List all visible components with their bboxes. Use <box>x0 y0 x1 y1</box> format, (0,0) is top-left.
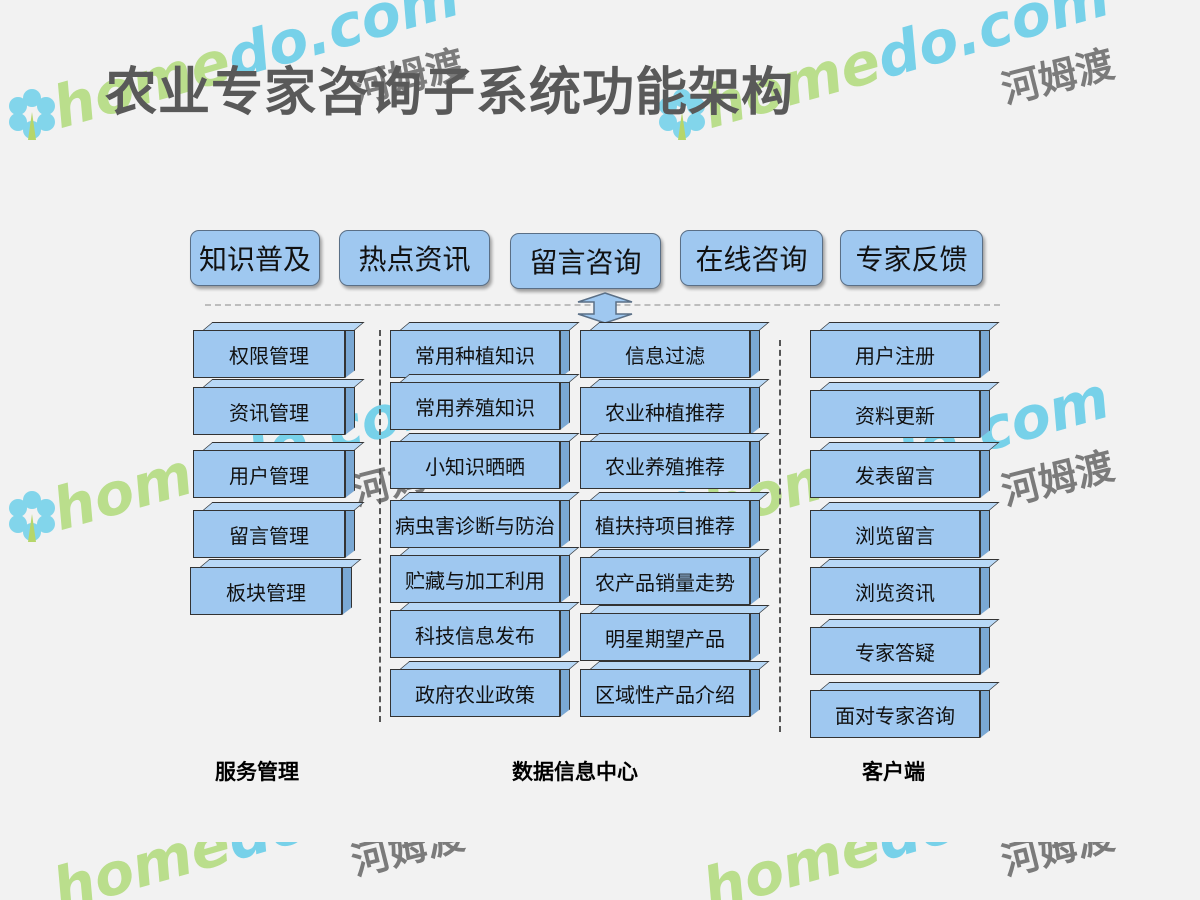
box-label: 小知识晒晒 <box>390 441 560 489</box>
page-title: 农业专家咨询子系统功能架构 <box>105 63 795 123</box>
box-label: 农业养殖推荐 <box>580 441 750 489</box>
flower-logo-icon <box>9 491 55 542</box>
box-label: 板块管理 <box>190 567 342 615</box>
box-storage-processing: 贮藏与加工利用 <box>390 547 580 603</box>
box-support-project: 植扶持项目推荐 <box>580 492 770 548</box>
box-label: 农业种植推荐 <box>580 387 750 435</box>
box-label: 浏览留言 <box>810 510 980 558</box>
box-label: 权限管理 <box>193 330 345 378</box>
box-planting-recommend: 农业种植推荐 <box>580 379 770 435</box>
vertical-divider <box>379 330 381 722</box>
box-breeding-recommend: 农业养殖推荐 <box>580 433 770 489</box>
tab-online-consult: 在线咨询 <box>680 230 823 286</box>
box-label: 资料更新 <box>810 390 980 438</box>
tab-knowledge: 知识普及 <box>190 230 320 286</box>
watermark-brand: homedo.com <box>45 842 466 900</box>
box-label: 用户注册 <box>810 330 980 378</box>
box-label: 资讯管理 <box>193 387 345 435</box>
box-label: 明星期望产品 <box>580 613 750 661</box>
box-label: 浏览资讯 <box>810 567 980 615</box>
box-sales-trend: 农产品销量走势 <box>580 549 770 605</box>
box-browse-news: 浏览资讯 <box>810 559 1000 615</box>
tab-message-consult: 留言咨询 <box>510 233 661 289</box>
double-arrow-icon <box>577 292 633 324</box>
watermark-cn: 河姆渡 <box>997 443 1119 515</box>
box-label: 常用种植知识 <box>390 330 560 378</box>
box-label: 病虫害诊断与防治 <box>390 500 560 548</box>
watermark-cn: 河姆渡 <box>997 842 1119 885</box>
box-regional-products: 区域性产品介绍 <box>580 661 770 717</box>
box-label: 信息过滤 <box>580 330 750 378</box>
box-label: 常用养殖知识 <box>390 382 560 430</box>
box-face-to-face-consult: 面对专家咨询 <box>810 682 1000 738</box>
box-label: 科技信息发布 <box>390 610 560 658</box>
box-browse-messages: 浏览留言 <box>810 502 1000 558</box>
box-info-filter: 信息过滤 <box>580 322 770 378</box>
section-label-service: 服务管理 <box>215 760 299 784</box>
box-gov-policy: 政府农业政策 <box>390 661 580 717</box>
box-label: 贮藏与加工利用 <box>390 555 560 603</box>
box-label: 植扶持项目推荐 <box>580 500 750 548</box>
box-label: 区域性产品介绍 <box>580 669 750 717</box>
box-message-mgmt: 留言管理 <box>193 502 365 558</box>
box-pest-diagnosis: 病虫害诊断与防治 <box>390 492 580 548</box>
box-permission-mgmt: 权限管理 <box>193 322 365 378</box>
box-tech-release: 科技信息发布 <box>390 602 580 658</box>
box-planting-knowledge: 常用种植知识 <box>390 322 580 378</box>
watermark: homedo.com 河姆渡 <box>2 842 482 900</box>
box-label: 专家答疑 <box>810 627 980 675</box>
tab-expert-feedback: 专家反馈 <box>840 230 983 286</box>
box-star-products: 明星期望产品 <box>580 605 770 661</box>
section-label-data-center: 数据信息中心 <box>512 760 638 784</box>
watermark-cn: 河姆渡 <box>347 842 469 885</box>
box-label: 发表留言 <box>810 450 980 498</box>
watermark-cn: 河姆渡 <box>997 41 1119 113</box>
box-label: 政府农业政策 <box>390 669 560 717</box>
box-post-message: 发表留言 <box>810 442 1000 498</box>
box-label: 留言管理 <box>193 510 345 558</box>
box-label: 用户管理 <box>193 450 345 498</box>
box-tips: 小知识晒晒 <box>390 433 580 489</box>
flower-logo-icon <box>9 89 55 140</box>
box-profile-update: 资料更新 <box>810 382 1000 438</box>
box-section-mgmt: 板块管理 <box>190 559 362 615</box>
tab-hot-news: 热点资讯 <box>339 230 490 286</box>
box-label: 面对专家咨询 <box>810 690 980 738</box>
box-expert-answers: 专家答疑 <box>810 619 1000 675</box>
section-label-client: 客户端 <box>862 760 925 784</box>
box-label: 农产品销量走势 <box>580 557 750 605</box>
box-user-mgmt: 用户管理 <box>193 442 365 498</box>
box-news-mgmt: 资讯管理 <box>193 379 365 435</box>
watermark-brand: homedo.com <box>695 842 1116 900</box>
box-user-register: 用户注册 <box>810 322 1000 378</box>
vertical-divider <box>779 340 781 732</box>
watermark: homedo.com 河姆渡 <box>652 842 1132 900</box>
box-breeding-knowledge: 常用养殖知识 <box>390 374 580 430</box>
